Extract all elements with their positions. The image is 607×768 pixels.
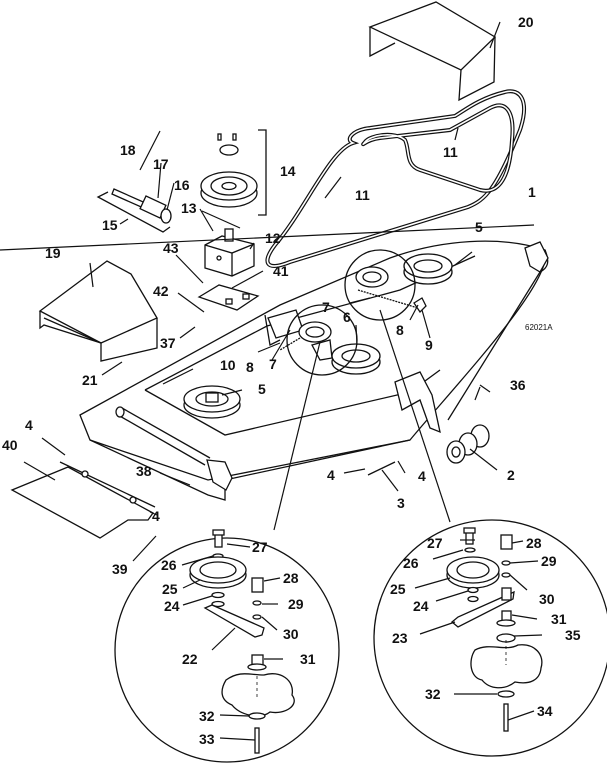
callout-21: 21 (82, 372, 98, 388)
callout-6: 6 (343, 309, 351, 325)
mower-deck: 62021A (79, 240, 553, 501)
callout-36: 36 (510, 377, 526, 393)
callout-18: 18 (120, 142, 136, 158)
callout-29: 29 (288, 596, 304, 612)
leader-lines (0, 21, 543, 741)
callout-12: 12 (265, 230, 281, 246)
spindle-pulley-right (403, 253, 453, 285)
callout-11: 11 (355, 187, 370, 203)
drive-shaft-assembly (96, 188, 172, 233)
callout-8: 8 (396, 322, 404, 338)
callout-28: 28 (526, 535, 542, 551)
callout-24: 24 (413, 598, 429, 614)
pin (367, 461, 396, 476)
callout-33: 33 (199, 731, 215, 747)
callout-labels: 1 2 3 4 4 4 4 5 5 6 7 7 8 8 9 10 11 11 1… (2, 14, 581, 747)
spindle-pulley-center (331, 343, 381, 375)
spindle-pulley-left (183, 385, 241, 419)
callout-17: 17 (153, 156, 169, 172)
callout-31: 31 (551, 611, 567, 627)
callout-15: 15 (102, 217, 118, 233)
callout-24: 24 (164, 598, 180, 614)
callout-23: 23 (392, 630, 408, 646)
callout-13: 13 (181, 200, 197, 216)
idler-pulley-right-on-deck (344, 249, 416, 321)
callout-27: 27 (427, 535, 443, 551)
callout-41: 41 (273, 263, 289, 279)
callout-7: 7 (269, 356, 277, 372)
callout-40: 40 (2, 437, 18, 453)
callout-27: 27 (252, 539, 268, 555)
tension-springs (279, 289, 427, 351)
callout-10: 10 (220, 357, 236, 373)
callout-7: 7 (322, 299, 330, 315)
callout-14: 14 (280, 163, 296, 179)
callout-32: 32 (425, 686, 441, 702)
callout-32: 32 (199, 708, 215, 724)
callout-26: 26 (403, 555, 419, 571)
callout-35: 35 (565, 627, 581, 643)
callout-25: 25 (162, 581, 178, 597)
gearbox-mount-plate (197, 284, 260, 311)
drawing-code: 62021A (525, 323, 553, 332)
callout-4: 4 (152, 508, 160, 524)
callout-30: 30 (283, 626, 299, 642)
callout-5: 5 (475, 219, 483, 235)
callout-43: 43 (163, 240, 179, 256)
callout-2: 2 (507, 467, 515, 483)
gearbox (204, 228, 255, 277)
callout-8: 8 (246, 359, 254, 375)
callout-1: 1 (528, 184, 536, 200)
callout-11: 11 (443, 144, 458, 160)
callout-22: 22 (182, 651, 198, 667)
callout-42: 42 (153, 283, 169, 299)
callout-25: 25 (390, 581, 406, 597)
callout-19: 19 (45, 245, 61, 261)
discharge-chute (10, 461, 156, 539)
anti-scalp-rollers (446, 424, 490, 464)
callout-37: 37 (160, 335, 176, 351)
callout-28: 28 (283, 570, 299, 586)
callout-5: 5 (258, 381, 266, 397)
callout-26: 26 (161, 557, 177, 573)
callout-4: 4 (25, 417, 33, 433)
callout-16: 16 (174, 177, 190, 193)
callout-3: 3 (397, 495, 405, 511)
callout-9: 9 (425, 337, 433, 353)
callout-39: 39 (112, 561, 128, 577)
callout-29: 29 (541, 553, 557, 569)
belt (265, 89, 526, 268)
callout-4: 4 (327, 467, 335, 483)
detail-idler-left (114, 341, 340, 763)
callout-20: 20 (518, 14, 534, 30)
left-belt-shield (38, 260, 158, 362)
callout-31: 31 (300, 651, 316, 667)
callout-38: 38 (136, 463, 152, 479)
callout-30: 30 (539, 591, 555, 607)
gearbox-pulley (200, 129, 267, 216)
callout-34: 34 (537, 703, 553, 719)
right-belt-shield (368, 1, 497, 102)
detail-idler-right (373, 309, 607, 757)
callout-4: 4 (418, 468, 426, 484)
